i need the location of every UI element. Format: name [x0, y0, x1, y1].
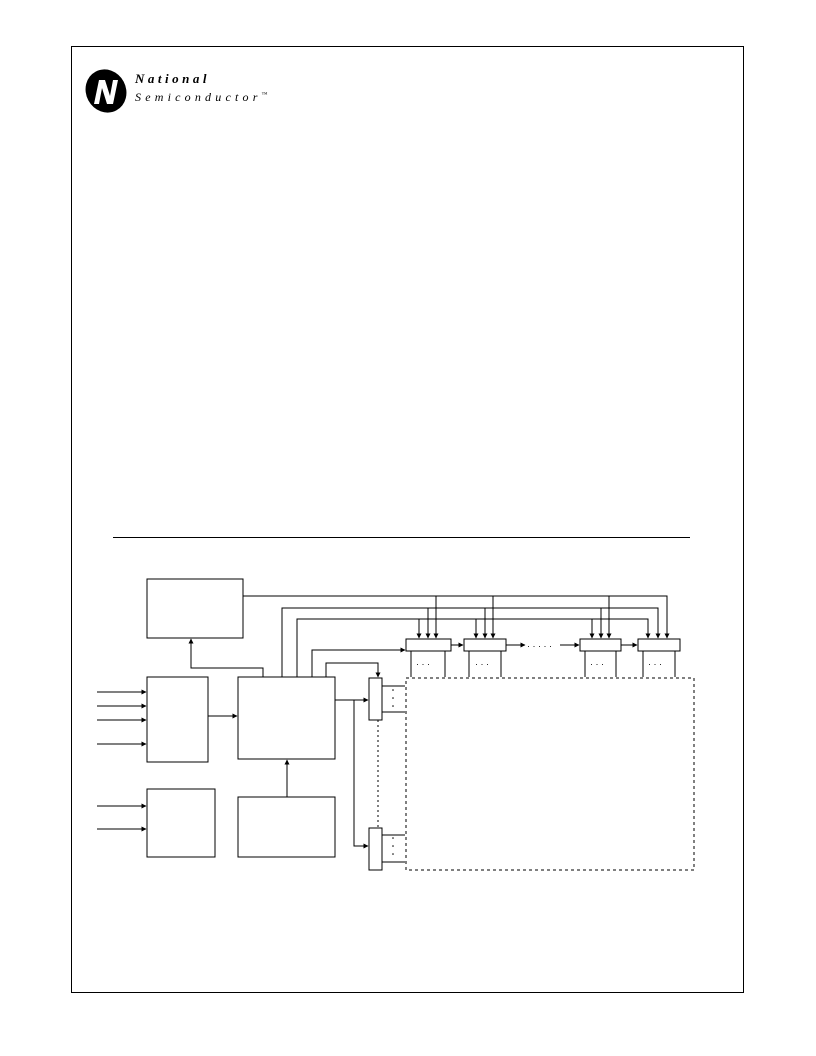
row-driver-top: [368, 677, 383, 721]
register-chain-dots: · · · · ·: [527, 641, 552, 651]
brand-line2: Semiconductor™: [135, 87, 267, 106]
brand-line1: National: [135, 71, 210, 86]
block-lower-left: [146, 788, 216, 858]
register-1: [405, 638, 452, 652]
national-semiconductor-logo: National Semiconductor™: [83, 68, 303, 118]
row-driver-bottom: [368, 827, 383, 871]
register-4: [637, 638, 681, 652]
national-logo-icon: [85, 69, 127, 113]
section-divider: [113, 537, 690, 538]
register-2: [463, 638, 507, 652]
register-4-dots: · · ·: [648, 659, 662, 669]
register-3: [579, 638, 622, 652]
block-top: [146, 578, 244, 639]
register-2-dots: · · ·: [475, 659, 489, 669]
brand-line2-text: Semiconductor: [135, 90, 262, 104]
block-controller: [237, 676, 336, 760]
display-matrix: [405, 677, 695, 871]
logo-wordmark: National Semiconductor™: [135, 70, 267, 106]
trademark-symbol: ™: [261, 92, 268, 98]
block-input: [146, 676, 209, 763]
page-border: [71, 46, 744, 993]
register-1-dots: · · ·: [416, 659, 430, 669]
block-lower-center: [237, 796, 336, 858]
register-3-dots: · · ·: [590, 659, 604, 669]
